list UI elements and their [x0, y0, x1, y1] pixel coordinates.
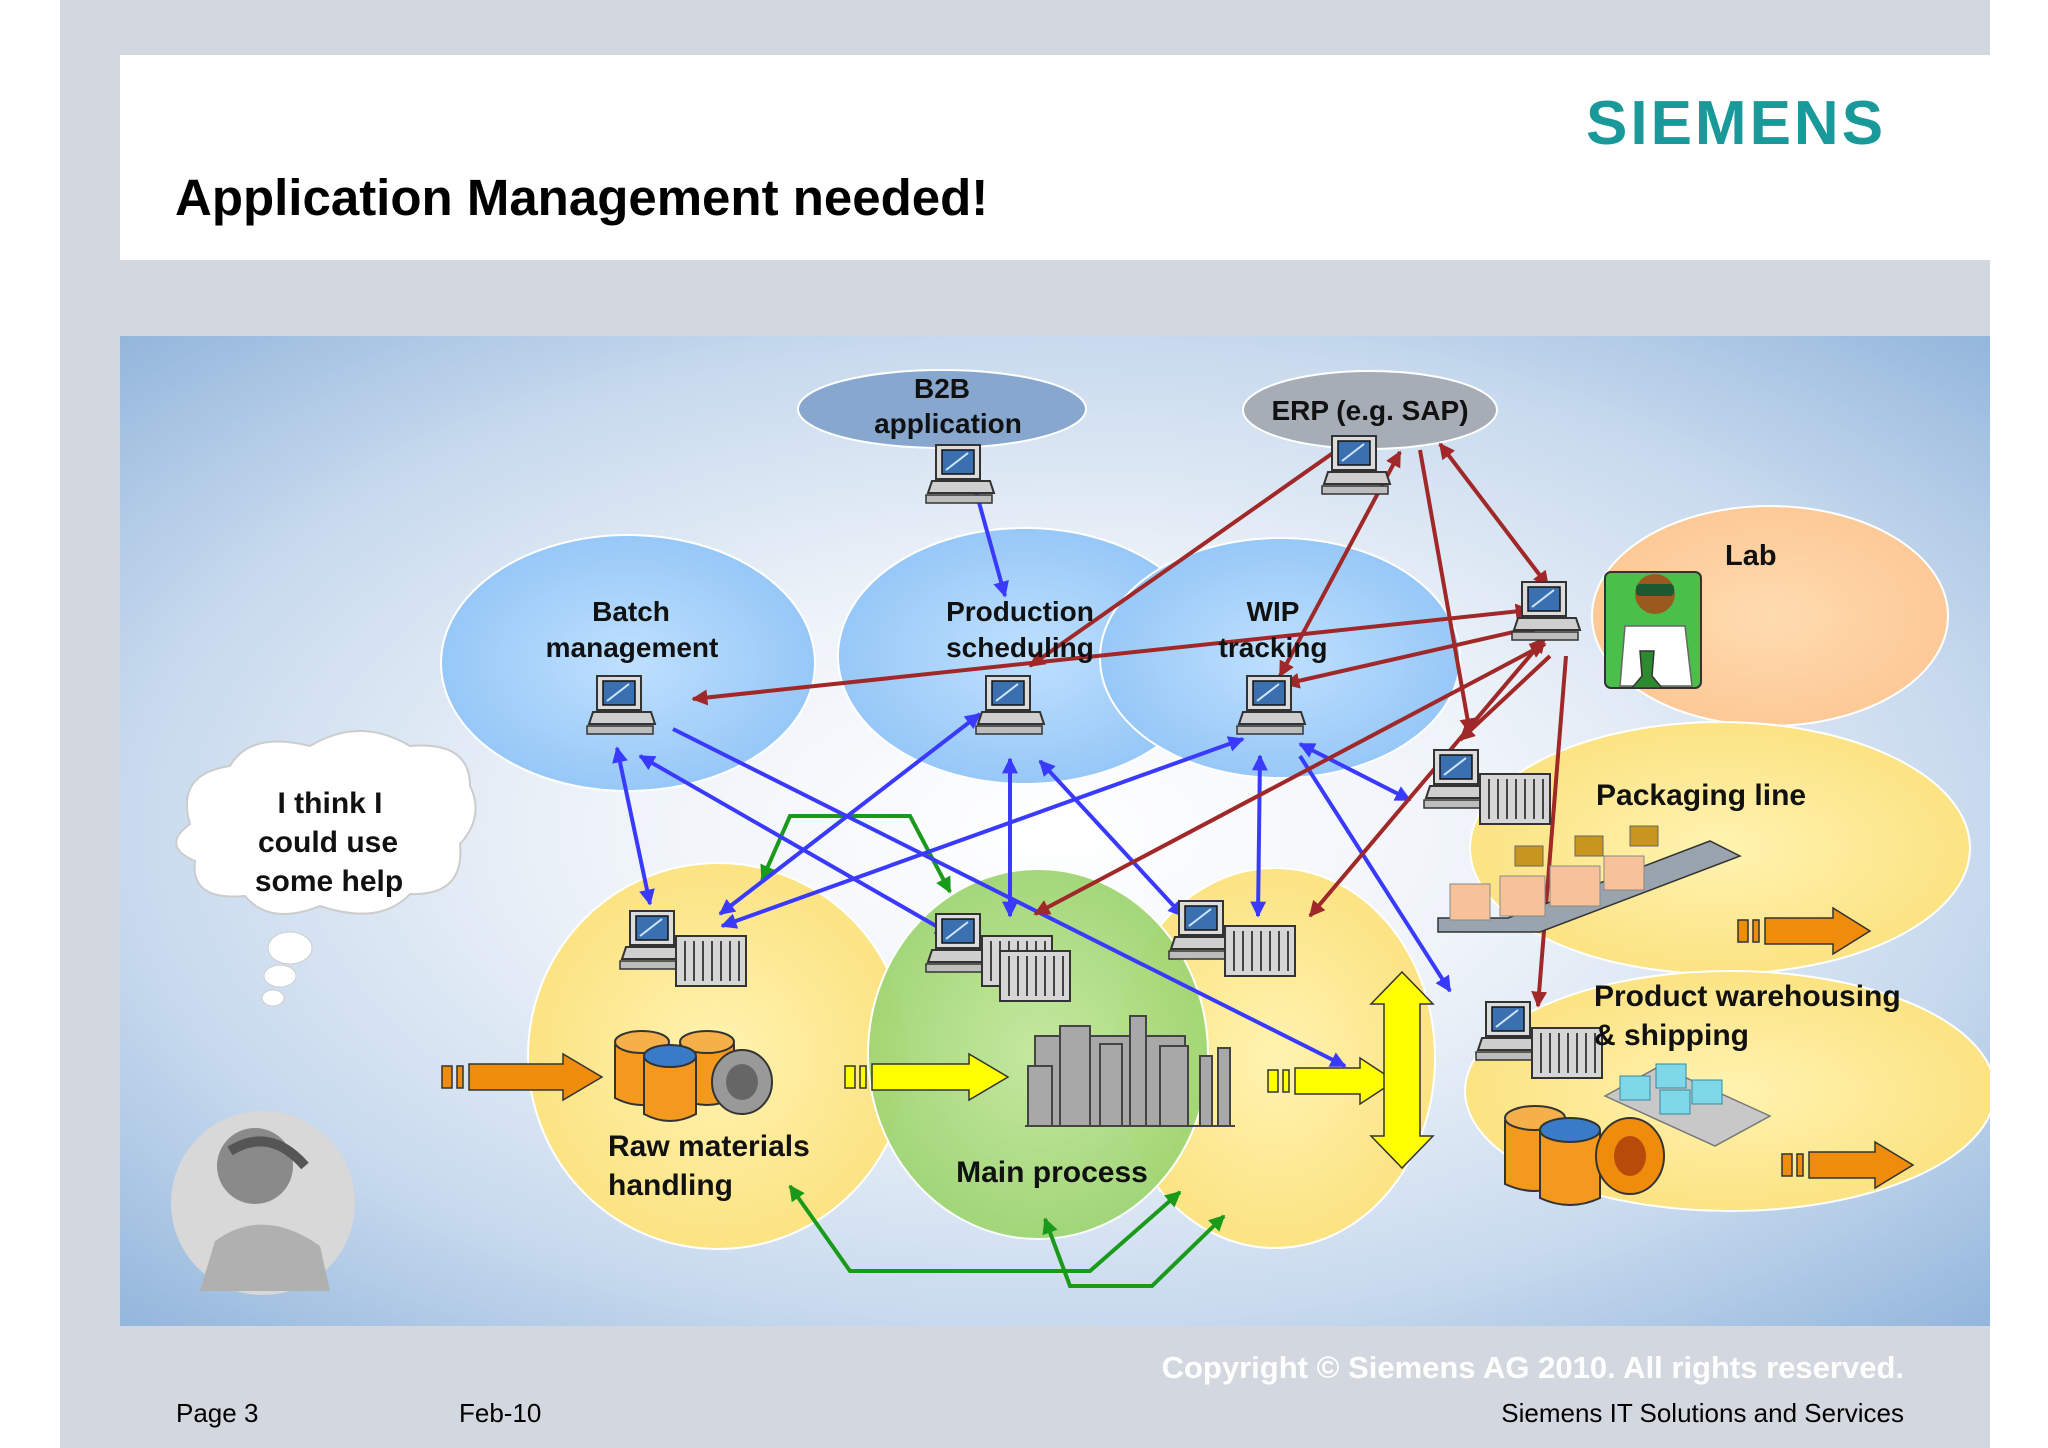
warehousing-label-2: & shipping: [1594, 1019, 1749, 1052]
production-label-2: scheduling: [946, 632, 1094, 663]
red-links: [691, 439, 1568, 1008]
thought-line-1: I think I: [278, 787, 383, 820]
footer-page-number: Page 3: [176, 1398, 259, 1428]
factory-icon: [1025, 1015, 1235, 1127]
thought-bubble: [175, 730, 477, 1007]
siemens-logo: SIEMENS: [1586, 89, 1887, 158]
slide-title: Application Management needed!: [175, 169, 989, 226]
stressed-man-photo: [171, 1111, 355, 1295]
batch-label-2: management: [546, 632, 719, 663]
lab-label: Lab: [1725, 540, 1777, 572]
batch-management-zone: [440, 534, 816, 792]
packaging-boxes-icon: [1437, 825, 1742, 933]
raw-materials-label-2: handling: [608, 1169, 733, 1202]
footer-copyright: Copyright © Siemens AG 2010. All rights …: [1161, 1350, 1904, 1385]
b2b-label-2: application: [874, 408, 1022, 439]
scientist-icon: [1604, 571, 1702, 689]
thought-line-3: some help: [255, 865, 403, 898]
raw-materials-label: Raw materials: [608, 1130, 810, 1163]
warehouse-icon: [1504, 1063, 1772, 1206]
production-label: Production: [946, 596, 1094, 627]
wip-label-2: tracking: [1219, 632, 1328, 663]
title-bar: [120, 55, 1990, 260]
batch-label: Batch: [592, 596, 670, 627]
system-diagram: B2B application ERP (e.g. SAP) Batch man…: [171, 369, 1990, 1295]
thought-line-2: could use: [258, 826, 398, 859]
wip-label: WIP: [1247, 596, 1300, 627]
packaging-label: Packaging line: [1596, 779, 1806, 812]
b2b-label: B2B: [914, 373, 970, 404]
warehousing-label: Product warehousing: [1594, 980, 1901, 1013]
main-process-label: Main process: [956, 1156, 1148, 1189]
footer-date: Feb-10: [459, 1398, 542, 1428]
drums-icon: [614, 1030, 773, 1122]
erp-label: ERP (e.g. SAP): [1271, 395, 1468, 426]
footer-company: Siemens IT Solutions and Services: [1501, 1398, 1904, 1428]
flow-arrows: [441, 906, 1915, 1190]
